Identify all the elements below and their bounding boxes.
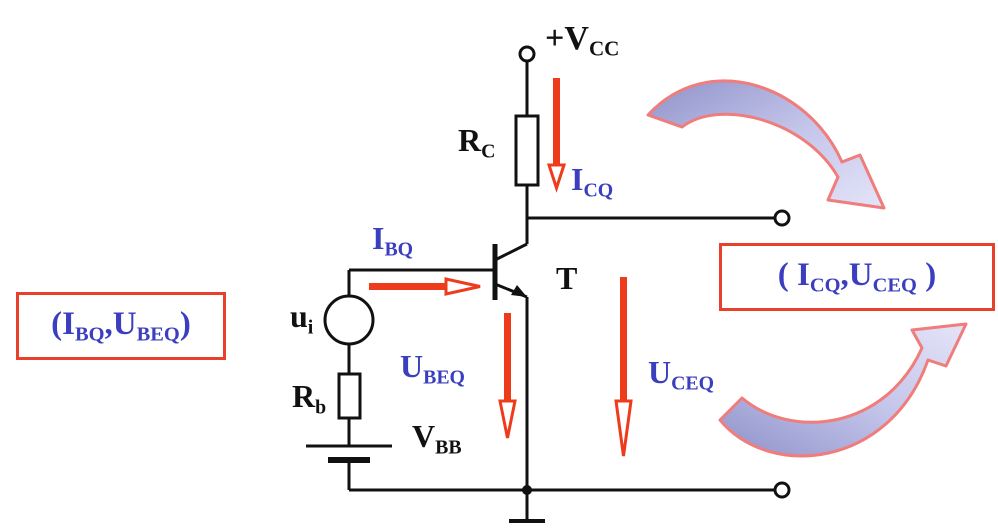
circuit-wires [347, 60, 776, 521]
collector-output-terminal [773, 209, 791, 227]
ground-output-terminal [773, 481, 791, 499]
base-quiescent-point-label: (IBQ,UBEQ) [51, 305, 191, 346]
battery-vbb [306, 444, 392, 463]
curved-arrow-top-icon [646, 79, 886, 210]
ac-source-ui [323, 294, 375, 346]
resistor-rb [337, 372, 362, 420]
base-quiescent-point-box: (IBQ,UBEQ) [16, 292, 226, 360]
rc-label: RC [458, 122, 496, 163]
arrow-uceq [614, 277, 633, 457]
vcc-label: +VCC [545, 20, 620, 61]
resistor-rc [514, 114, 540, 187]
vbb-label: VBB [412, 418, 462, 459]
icq-label: ICQ [571, 161, 614, 202]
collector-quiescent-point-label: ( ICQ,UCEQ ) [777, 256, 937, 297]
transistor-t [492, 242, 528, 300]
rb-label: Rb [292, 378, 327, 419]
uceq-label: UCEQ [648, 354, 715, 395]
ground-junction-dot [522, 485, 532, 495]
collector-quiescent-point-box: ( ICQ,UCEQ ) [719, 243, 995, 311]
arrow-ubeq [498, 313, 517, 439]
arrow-ibq [369, 277, 481, 296]
arrow-icq [546, 78, 567, 193]
curved-arrow-bottom-icon [718, 322, 968, 458]
vcc-terminal [518, 45, 536, 63]
ui-label: ui [290, 298, 314, 339]
transistor-label: T [556, 260, 578, 296]
ubeq-label: UBEQ [400, 348, 465, 389]
ibq-label: IBQ [372, 220, 414, 261]
